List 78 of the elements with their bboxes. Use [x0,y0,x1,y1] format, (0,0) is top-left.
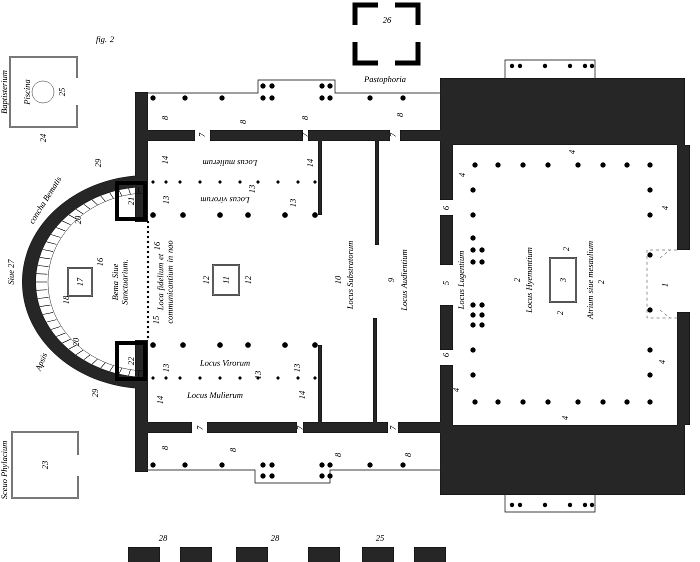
room-label: Locus Substratorum [347,241,353,310]
callout-number: 8 [397,112,403,117]
callout-number: 6 [443,352,449,357]
callout-number: 4 [453,388,459,392]
callout-number: 7 [297,426,303,430]
room-label: Piscina [24,80,30,105]
callout-number: 28 [158,535,168,541]
callout-number: 14 [162,156,168,164]
callout-number: 20 [73,338,79,346]
room-label: Locus Hyemantium [526,248,534,313]
room-label: Atrium siue mesaulium [587,241,593,320]
callout-number: 20 [75,216,81,224]
callout-number: 17 [77,277,83,286]
callout-number: 23 [42,461,48,470]
figure-label: fig. 2 [96,36,114,44]
callout-number: 8 [162,116,168,120]
callout-number: 16 [154,242,160,250]
callout-number: 25 [59,88,65,96]
callout-number: 7 [302,132,308,137]
callout-number: 12 [245,276,251,284]
room-label: Apsis [36,352,47,372]
callout-number: 8 [240,120,246,124]
callout-number: 10 [335,276,341,284]
callout-number: 1 [662,284,668,287]
callout-number: 4 [569,150,575,154]
callout-number: 7 [390,426,396,430]
callout-number: 14 [157,396,163,404]
callout-number: 6 [443,206,449,210]
callout-number: 4 [562,416,568,420]
callout-number: 12 [203,276,209,284]
callout-number: 2 [514,278,520,282]
callout-number: 2 [557,311,563,316]
room-label: Locus Mulierum [187,392,243,398]
room-label: Bema Siue Sanctuarium. [112,260,128,305]
callout-number: 8 [230,448,236,452]
room-label: Locus Audientium [401,250,407,311]
callout-number: 13 [249,185,255,193]
callout-number: 4 [459,173,465,178]
callout-number: 2 [598,280,604,284]
callout-number: 25 [376,535,384,541]
callout-number: 7 [197,426,203,430]
callout-number: 13 [163,364,169,372]
callout-number: 26 [382,17,392,23]
room-label: Locus virorum [200,197,250,203]
room-label: Locus Lugentium [458,251,466,310]
callout-number: 22 [128,356,134,366]
room-label: Siue 27 [8,259,14,284]
room-label: Locus mulierum [202,160,258,166]
room-label: Locus Virorum [200,360,250,366]
callout-number: 2 [563,247,569,252]
callout-number: 15 [153,316,159,324]
callout-number: 29 [92,388,98,398]
callout-number: 21 [128,198,134,206]
callout-number: 29 [95,158,101,168]
room-label: Pastophoria [364,76,406,84]
callout-number: 13 [294,364,300,372]
callout-number: 8 [335,452,341,457]
callout-number: 14 [299,390,305,399]
callout-number: 14 [307,158,313,167]
room-label: Baptisterium [1,70,9,114]
callout-number: 4 [659,360,665,364]
callout-number: 9 [388,278,394,282]
callout-number: 18 [63,296,69,304]
callout-number: 4 [662,206,668,210]
callout-number: 8 [162,446,168,450]
callout-number: 5 [443,281,449,285]
callout-number: 16 [97,258,103,266]
callout-number: 7 [199,132,205,137]
callout-number: 24 [40,134,46,142]
room-label: Sceuo Phylacium [1,441,9,500]
callout-number: 8 [405,452,411,457]
callout-number: 8 [302,116,308,120]
callout-number: 11 [223,276,229,284]
callout-number: 28 [270,535,280,541]
callout-number: 7 [390,132,396,137]
callout-number: 13 [290,199,296,207]
callout-number: 13 [163,196,169,204]
callout-number: 3 [560,278,566,282]
